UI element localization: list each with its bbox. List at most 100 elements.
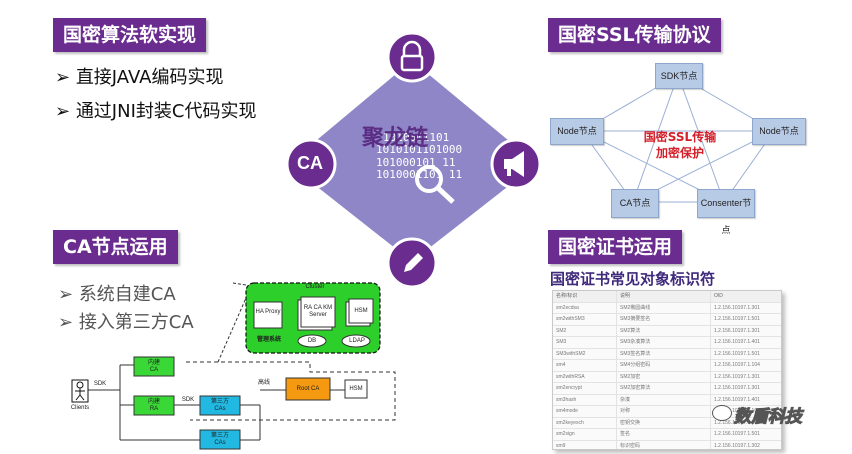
ssl-node-ca: CA节点: [611, 189, 659, 218]
ca-diagram: [71, 282, 396, 450]
ssl-node-right: Node节点: [752, 118, 806, 145]
hsm2-box: [344, 379, 368, 399]
ra-ca-km-label-1: RA CA KM: [303, 305, 333, 311]
third-ca-box-1: [199, 395, 241, 416]
table-cell: SM3摘要签名: [617, 314, 711, 325]
ha-proxy-label: HA Proxy: [255, 309, 281, 315]
table-cell: SM4分组密码: [617, 360, 711, 371]
binary-line-1: 1010001101: [383, 131, 450, 144]
table-header: 名称/标识 说明 OID: [553, 291, 781, 303]
table-cell: SM2加密算法: [617, 383, 711, 394]
table-cell: SM3: [553, 337, 617, 348]
client-person-icon: [71, 379, 89, 403]
inner-ra-label-2: RA: [149, 406, 159, 412]
inner-ca-box: [133, 356, 175, 377]
table-cell: 1.2.156.10197.1.501: [714, 350, 760, 357]
arrow-bullet-icon: ➢: [55, 67, 76, 88]
cluster-label: Cluster: [305, 284, 325, 290]
root-ca-label: Root CA: [296, 386, 320, 392]
table-header-cell: 说明: [617, 291, 711, 302]
center-title: 聚龙链: [362, 125, 429, 151]
ca-circle-label: CA: [297, 153, 323, 173]
table-cell: sm9: [553, 440, 617, 449]
ssl-node-sdk: SDK节点: [655, 63, 703, 89]
db-label: DB: [307, 338, 317, 344]
table-cell: sm2withSM3: [553, 314, 617, 325]
table-cell: sm2sign: [553, 429, 617, 440]
sdk2-label: SDK: [181, 397, 195, 403]
inner-ca-label-2: CA: [149, 367, 159, 373]
binary-line-3: 101000101 11: [376, 156, 456, 169]
mgmt-label: 管理系统: [256, 337, 281, 343]
table-cell: sm3hash: [553, 394, 617, 405]
magnifier-icon: [415, 165, 455, 204]
table-cell: 密钥交换: [617, 417, 711, 428]
table-cell: 1.2.156.10197.1.301: [714, 304, 760, 311]
table-cell: SM2椭圆曲线: [617, 302, 711, 313]
table-header-cell: OID: [714, 293, 723, 299]
table-cell: 对称: [617, 406, 711, 417]
table-cell: SM2算法: [617, 325, 711, 336]
binary-line-4: 1010001101 11: [376, 168, 463, 181]
ca-section-title: CA节点运用: [53, 230, 178, 264]
cert-section-title: 国密证书运用: [548, 230, 683, 264]
table-cell: SM3withSM2: [553, 348, 617, 359]
root-ca-box: [285, 377, 331, 401]
clients-label: Clients: [70, 405, 90, 411]
hsm2-label: HSM: [349, 386, 363, 392]
table-cell: 1.2.156.10197.1.501: [714, 316, 760, 322]
ssl-section-title: 国密SSL传输协议: [548, 18, 721, 52]
ssl-center-label-1: 国密SSL传输: [643, 130, 717, 144]
third-ca-box-2: [199, 429, 241, 450]
inner-ra-box: [133, 395, 175, 416]
table-cell: 标识密码: [617, 440, 711, 449]
binary-line-2: 1010101101000: [376, 143, 463, 156]
megaphone-icon: [504, 151, 524, 177]
third-ca-label-2b: CAs: [214, 440, 226, 446]
table-cell: 1.2.156.10197.1.401: [714, 396, 760, 403]
arrow-bullet-icon: ➢: [55, 101, 76, 122]
inner-ca-label-1: 内建: [147, 360, 160, 366]
table-cell: 1.2.156.10197.1.401: [714, 339, 760, 345]
ca-bullet-1: ➢ 系统自建CA: [58, 284, 176, 305]
pencil-icon: [404, 253, 423, 272]
table-cell: sm4: [553, 360, 617, 371]
table-cell: 1.2.156.10197.1.104: [714, 362, 760, 368]
inner-ra-label-1: 内建: [147, 399, 160, 405]
sdk-label: SDK: [93, 381, 107, 387]
ldap-label: LDAP: [349, 338, 365, 344]
table-cell: 1.2.156.10197.1.501: [714, 431, 760, 437]
table-cell: SM2加密: [617, 371, 711, 382]
algo-bullet-2: ➢ 通过JNI封装C代码实现: [55, 101, 257, 122]
table-cell: sm2ecdsa: [553, 302, 617, 313]
table-cell: 1.2.156.10197.1.301: [714, 385, 760, 391]
table-cell: sm4mode: [553, 406, 617, 417]
ra-ca-km-label-2: Server: [309, 312, 327, 318]
arrow-bullet-icon: ➢: [58, 284, 79, 305]
ssl-node-consenter: Consenter节点: [697, 189, 755, 235]
table-cell: 签名: [617, 429, 711, 440]
table-cell: sm2encrypt: [553, 383, 617, 394]
table-cell: 1.2.156.10197.1.301: [714, 373, 760, 380]
ssl-node-left: Node节点: [550, 118, 604, 145]
algo-section-title: 国密算法软实现: [53, 18, 207, 52]
table-cell: SM2: [553, 325, 617, 336]
table-cell: sm2keyexch: [553, 417, 617, 428]
wechat-logo-icon: [712, 405, 732, 421]
high-line-label: 高线: [257, 380, 270, 386]
table-cell: 1.2.156.10197.1.301: [714, 419, 760, 426]
cert-subtitle: 国密证书常见对象标识符: [550, 270, 716, 288]
